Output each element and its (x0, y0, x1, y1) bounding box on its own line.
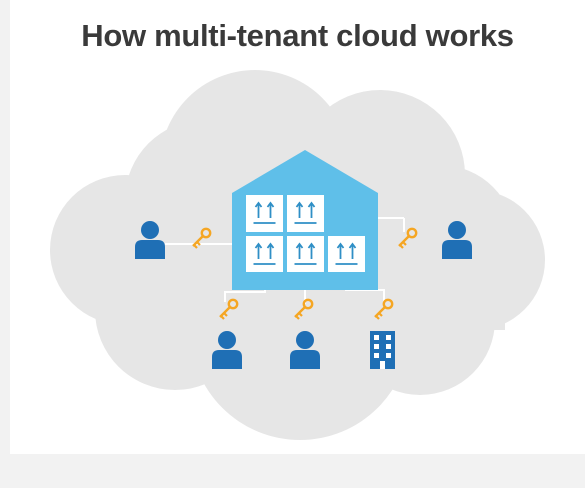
storage-unit (287, 195, 324, 232)
storage-units (246, 195, 365, 272)
storage-unit (287, 236, 324, 272)
storage-unit (328, 236, 365, 272)
storage-unit (246, 236, 283, 272)
office-building-icon (370, 331, 395, 369)
page-title: How multi-tenant cloud works (81, 18, 514, 53)
storage-unit (246, 195, 283, 232)
